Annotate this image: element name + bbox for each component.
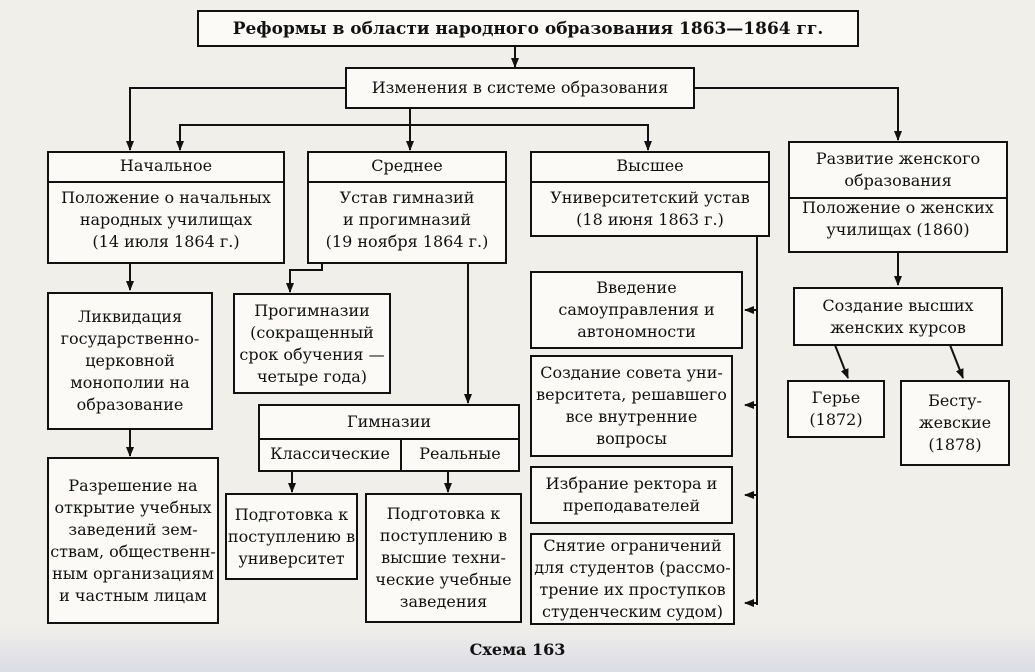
courses-line: женских курсов [830, 317, 966, 337]
secondary-box: Среднее Устав гимназий и прогимназий (19… [307, 151, 507, 264]
liquidation-line: монополии на [70, 373, 190, 392]
secondary-doc-line: Устав гимназий [339, 188, 475, 207]
guerrier-line: (1872) [809, 410, 863, 429]
restrictions-line: Снятие ограничений [543, 536, 722, 555]
changes-label: Изменения в системе образования [371, 78, 669, 97]
prep-university-box: Подготовка к поступлению в университет [225, 493, 358, 580]
prep-university-line: поступлению в [227, 526, 356, 546]
primary-doc-line: (14 июля 1864 г.) [92, 232, 240, 251]
higher-doc-line: Университетский устав [550, 188, 750, 207]
women-header-line: Развитие женского [815, 149, 981, 168]
arrow-to-higher [410, 124, 652, 151]
prep-technical-line: высшие техни- [381, 548, 506, 567]
women-doc-line: Положение о женских [802, 198, 994, 217]
changes-box: Изменения в системе образования [345, 67, 695, 109]
bestuzhev-line: жевские [918, 413, 992, 432]
women-doc-line: училищах (1860) [826, 220, 970, 239]
prep-university-line: Подготовка к [234, 504, 349, 524]
diagram-title: Реформы в области народного образования … [232, 18, 824, 39]
primary-box: Начальное Положение о начальных народных… [47, 151, 285, 264]
diagram-title-box: Реформы в области народного образования … [197, 10, 859, 47]
restrictions-line: студенческим судом) [542, 602, 723, 621]
liquidation-line: государственно- [60, 329, 200, 348]
figure-caption: Схема 163 [469, 640, 566, 659]
courses-box: Создание высших женских курсов [793, 287, 1003, 346]
arrow-to-bestuzhev [949, 344, 964, 379]
courses-line: Создание высших [822, 295, 974, 315]
permission-line: открытие учебных [54, 497, 212, 517]
primary-header: Начальное [49, 153, 283, 183]
prep-university-line: университет [238, 548, 345, 568]
arrow-to-women [695, 87, 902, 141]
restrictions-box: Снятие ограничений для студентов (рассмо… [530, 533, 735, 625]
women-header-line: образования [844, 171, 952, 190]
bestuzhev-line: (1878) [928, 435, 982, 454]
restrictions-line: для студентов (рассмо- [534, 558, 731, 577]
council-line: Создание совета уни- [540, 363, 723, 382]
self-government-box: Введение самоуправления и автономности [530, 271, 743, 349]
permission-line: и частным лицам [59, 585, 207, 605]
prep-technical-box: Подготовка к поступлению в высшие техни-… [365, 493, 522, 623]
higher-doc-line: (18 июня 1863 г.) [576, 210, 724, 229]
election-line: преподавателей [562, 496, 701, 515]
progymnasium-line: четыре года) [256, 366, 368, 386]
permission-line: заведений зем- [68, 519, 198, 539]
election-box: Избрание ректора и преподавателей [530, 466, 733, 524]
real-label: Реальные [419, 444, 501, 463]
prep-technical-line: ческие учебные [375, 570, 512, 589]
guerrier-box: Герье (1872) [787, 380, 885, 438]
classical-label: Классические [260, 438, 402, 470]
permission-line: Разрешение на [68, 475, 198, 495]
progymnasium-box: Прогимназии (сокращенный срок обучения —… [233, 293, 391, 394]
liquidation-box: Ликвидация государственно- церковной мон… [47, 292, 213, 430]
permission-box: Разрешение на открытие учебных заведений… [47, 457, 219, 624]
liquidation-line: церковной [85, 351, 175, 370]
prep-technical-line: Подготовка к [386, 504, 501, 523]
bestuzhev-line: Бесту- [928, 391, 982, 410]
prep-technical-line: поступлению в [379, 526, 508, 545]
council-line: вопросы [596, 429, 667, 448]
guerrier-line: Герье [811, 388, 861, 407]
primary-doc-line: Положение о начальных [61, 188, 271, 207]
women-box: Развитие женского образования Положение … [788, 141, 1008, 253]
progymnasium-line: Прогимназии [254, 300, 370, 320]
gymnasium-header: Гимназии [260, 406, 518, 440]
primary-doc-line: народных училищах [79, 210, 253, 229]
women-header: Развитие женского образования [790, 143, 1006, 199]
permission-line: ствам, общественн- [50, 541, 216, 561]
secondary-header: Среднее [309, 153, 505, 183]
self-government-line: Введение [596, 278, 677, 297]
secondary-doc-line: (19 ноября 1864 г.) [325, 232, 489, 251]
higher-box: Высшее Университетский устав (18 июня 18… [530, 151, 770, 237]
permission-line: ным организациям [52, 563, 214, 583]
arrow-to-progymnasium [286, 262, 323, 293]
prep-technical-line: заведения [399, 592, 488, 611]
secondary-doc-line: и прогимназий [342, 210, 472, 229]
progymnasium-line: срок обучения — [239, 344, 385, 364]
council-box: Создание совета уни- верситета, решавшег… [530, 355, 733, 457]
council-line: все внутренние [565, 407, 698, 426]
self-government-line: самоуправления и [558, 300, 715, 319]
arrow-to-guerrier [834, 344, 849, 379]
page-edge-shading [0, 625, 1035, 672]
self-government-line: автономности [577, 322, 696, 341]
restrictions-line: трение их проступков [539, 580, 726, 599]
liquidation-line: образование [76, 395, 184, 414]
bestuzhev-box: Бесту- жевские (1878) [900, 380, 1010, 466]
arrow-to-primary [126, 87, 345, 151]
higher-header: Высшее [532, 153, 768, 183]
gymnasium-box: Гимназии Классические Реальные [258, 404, 520, 472]
council-line: верситета, решавшего [536, 385, 727, 404]
progymnasium-line: (сокращенный [250, 322, 374, 342]
liquidation-line: Ликвидация [77, 307, 183, 326]
election-line: Избрание ректора и [545, 474, 718, 493]
